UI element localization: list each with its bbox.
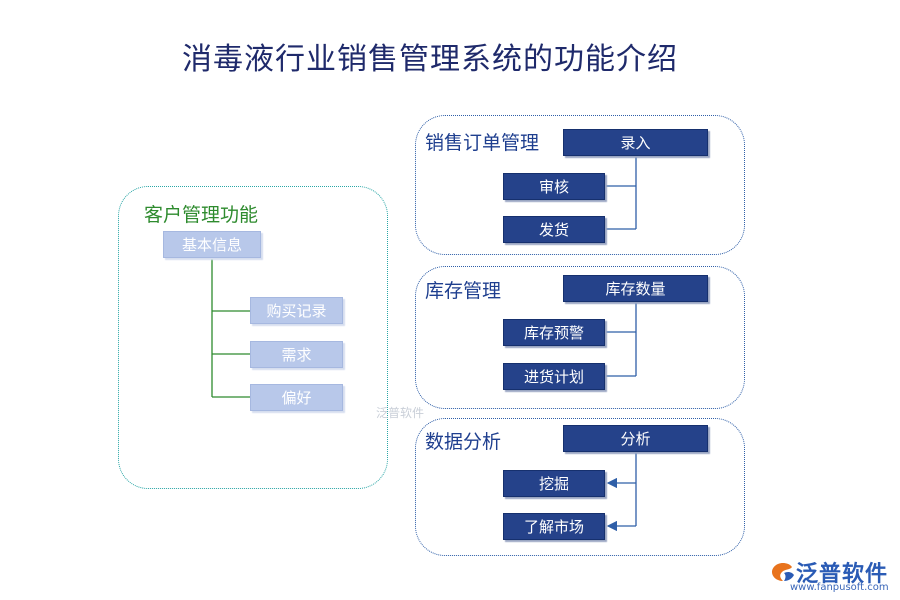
analysis-root-box[interactable]: 分析 (563, 425, 708, 452)
sales-connectors (605, 156, 637, 230)
customer-connectors (211, 258, 250, 398)
analysis-item-market[interactable]: 了解市场 (503, 513, 605, 540)
sales-item-ship[interactable]: 发货 (503, 216, 605, 243)
sales-item-review[interactable]: 审核 (503, 173, 605, 200)
inventory-item-warning[interactable]: 库存预警 (503, 319, 605, 346)
logo-name: 泛普软件 (796, 562, 889, 587)
customer-panel-title: 客户管理功能 (144, 204, 259, 226)
customer-item-purchase[interactable]: 购买记录 (250, 297, 343, 324)
analysis-connectors (606, 452, 637, 532)
watermark-text: 泛普软件 (376, 406, 425, 420)
sales-panel-title: 销售订单管理 (425, 132, 540, 154)
analysis-panel (415, 418, 745, 556)
logo-url: www.fanpusoft.com (790, 582, 889, 593)
inventory-panel (415, 266, 745, 409)
inventory-root-box[interactable]: 库存数量 (563, 275, 708, 302)
sales-panel (415, 115, 745, 255)
inventory-item-purchase-plan[interactable]: 进货计划 (503, 363, 605, 390)
analysis-panel-title: 数据分析 (425, 431, 502, 453)
sales-root-box[interactable]: 录入 (563, 129, 708, 156)
fanpu-logo-icon (772, 563, 794, 581)
page-title: 消毒液行业销售管理系统的功能介绍 (182, 42, 678, 77)
customer-item-demand[interactable]: 需求 (250, 341, 343, 368)
customer-panel (118, 186, 388, 489)
customer-root-box[interactable]: 基本信息 (163, 231, 261, 258)
analysis-item-mining[interactable]: 挖掘 (503, 470, 605, 497)
inventory-connectors (605, 302, 637, 377)
inventory-panel-title: 库存管理 (425, 280, 502, 302)
brand-logo: 泛普软件 (770, 556, 888, 588)
customer-item-preference[interactable]: 偏好 (250, 384, 343, 411)
